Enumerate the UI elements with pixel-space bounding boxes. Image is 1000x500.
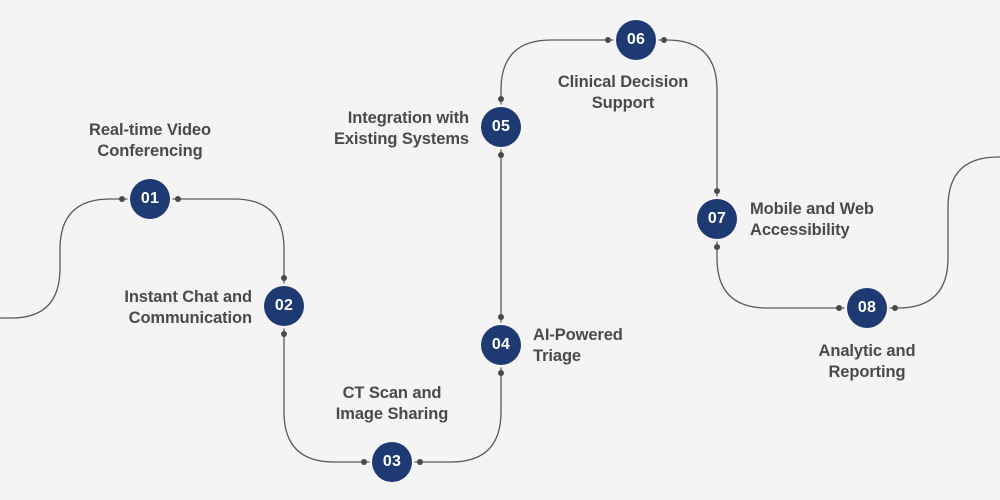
step-number-05: 05 bbox=[491, 118, 511, 135]
connector-05-to-06 bbox=[500, 39, 614, 105]
dot-03-right bbox=[417, 459, 423, 465]
connector-06-to-07 bbox=[658, 39, 718, 197]
step-label-02: Instant Chat and Communication bbox=[124, 288, 252, 327]
dot-08-left bbox=[836, 305, 842, 311]
dot-05-top bbox=[498, 96, 504, 102]
dot-03-left bbox=[361, 459, 367, 465]
step-label-07: Mobile and Web Accessibility bbox=[750, 200, 874, 239]
dot-06-right bbox=[661, 37, 667, 43]
step-label-01: Real-time Video Conferencing bbox=[89, 121, 211, 160]
step-label-08: Analytic and Reporting bbox=[818, 342, 916, 381]
connector-01-to-02 bbox=[172, 198, 285, 284]
step-node-06[interactable]: 06 bbox=[616, 20, 656, 60]
dot-07-bottom bbox=[714, 244, 720, 250]
step-node-04[interactable]: 04 bbox=[481, 325, 521, 365]
step-label-06: Clinical Decision Support bbox=[557, 73, 689, 112]
step-number-01: 01 bbox=[140, 190, 160, 207]
connector-08-to-exit bbox=[889, 156, 1000, 309]
step-node-03[interactable]: 03 bbox=[372, 442, 412, 482]
connector-02-to-03 bbox=[283, 328, 370, 463]
connector-03-to-04 bbox=[414, 367, 502, 463]
dot-04-bottom bbox=[498, 370, 504, 376]
dot-01-right bbox=[175, 196, 181, 202]
step-number-07: 07 bbox=[707, 210, 727, 227]
step-number-03: 03 bbox=[382, 453, 402, 470]
dot-06-left bbox=[605, 37, 611, 43]
step-node-01[interactable]: 01 bbox=[130, 179, 170, 219]
step-node-02[interactable]: 02 bbox=[264, 286, 304, 326]
step-number-04: 04 bbox=[491, 336, 511, 353]
step-number-08: 08 bbox=[857, 299, 877, 316]
dot-01-left bbox=[119, 196, 125, 202]
dot-08-right bbox=[892, 305, 898, 311]
dot-02-top bbox=[281, 275, 287, 281]
connector-07-to-08 bbox=[716, 241, 845, 309]
connector-entry-to-01 bbox=[0, 198, 128, 319]
step-node-08[interactable]: 08 bbox=[847, 288, 887, 328]
step-number-02: 02 bbox=[274, 297, 294, 314]
dot-02-bottom bbox=[281, 331, 287, 337]
dot-04-top bbox=[498, 314, 504, 320]
step-node-05[interactable]: 05 bbox=[481, 107, 521, 147]
step-label-05: Integration with Existing Systems bbox=[333, 109, 469, 148]
step-label-04: AI-Powered Triage bbox=[533, 326, 623, 365]
step-node-07[interactable]: 07 bbox=[697, 199, 737, 239]
step-number-06: 06 bbox=[626, 31, 646, 48]
dot-07-top bbox=[714, 188, 720, 194]
dot-05-bottom bbox=[498, 152, 504, 158]
step-label-03: CT Scan and Image Sharing bbox=[335, 384, 449, 423]
